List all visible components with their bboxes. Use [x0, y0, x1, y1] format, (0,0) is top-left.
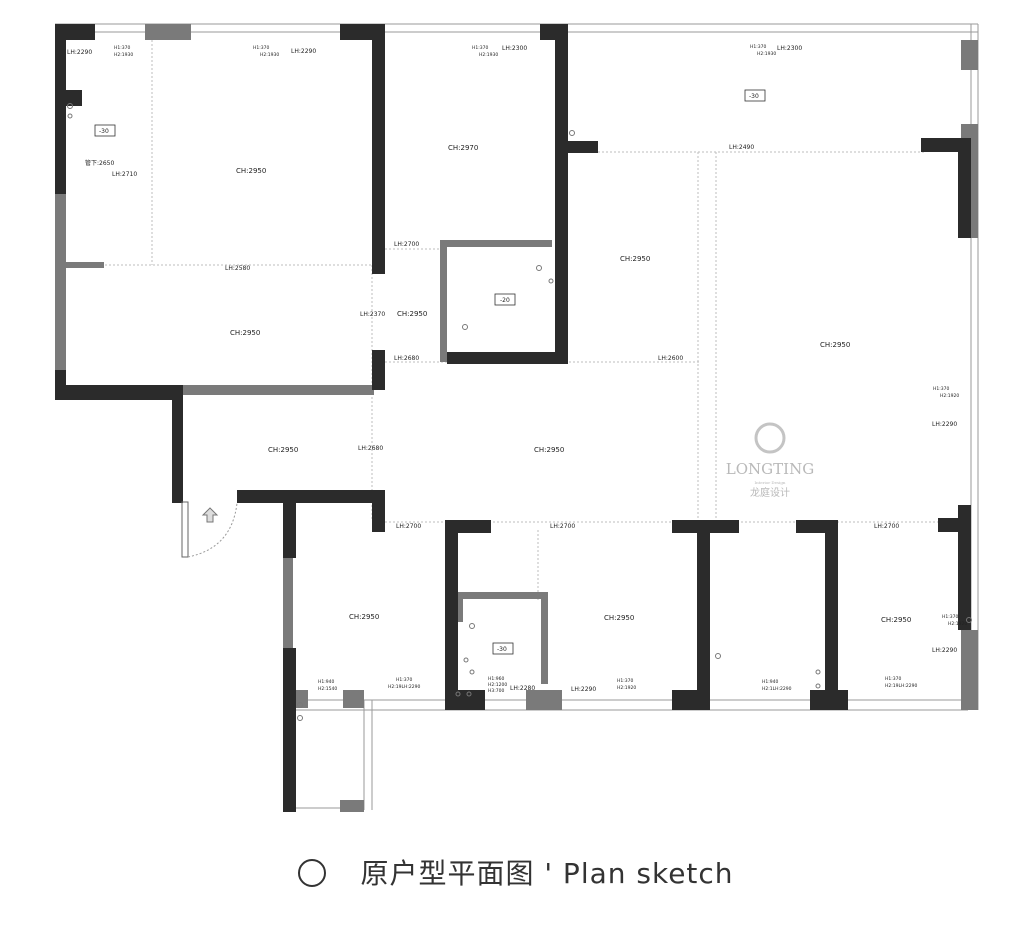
- entrance-door: [181, 501, 238, 558]
- label-h2: H2:1540: [318, 686, 337, 692]
- label-h1: H1:370: [472, 45, 488, 51]
- label-ch: CH:2950: [534, 446, 564, 454]
- label-h1: H1:370: [942, 614, 958, 620]
- label-mixed: H2:19LH:2290: [388, 684, 420, 690]
- label-mixed: H2:1LH:2290: [762, 686, 792, 692]
- plan-caption: 原户型平面图 ' Plan sketch: [0, 852, 1032, 892]
- label-lh: LH:2700: [550, 523, 575, 530]
- label-lh: LH:2290: [932, 647, 957, 654]
- annotations: LH:2290 H1:370 H2:1930 -30 管下:2650 LH:27…: [67, 44, 967, 694]
- label-lh: LH:2290: [571, 686, 596, 693]
- label-h1: H1:370: [750, 44, 766, 50]
- fixtures: [67, 103, 972, 721]
- watermark-tagline: Interior Design: [755, 480, 786, 485]
- label-ch: CH:2970: [448, 144, 478, 152]
- label-ch: CH:2950: [230, 329, 260, 337]
- label-mixed: H2:19LH:2290: [885, 683, 917, 689]
- label-pipe: 管下:2650: [85, 159, 114, 167]
- label-ch: CH:2950: [397, 310, 427, 318]
- label-h1: H1:960: [488, 676, 504, 682]
- label-lh: LH:2280: [510, 685, 535, 692]
- label-ch: CH:2950: [881, 616, 911, 624]
- watermark-chinese: 龙庭设计: [750, 486, 790, 499]
- label-lh: LH:2300: [502, 45, 527, 52]
- level-label: -30: [99, 128, 109, 135]
- label-h1: H1:370: [885, 676, 901, 682]
- label-h2: H2:1930: [757, 51, 776, 57]
- level-label: -30: [497, 646, 507, 653]
- label-ch: CH:2950: [620, 255, 650, 263]
- label-h1: H1:940: [318, 679, 334, 685]
- label-h2: H2:1930: [260, 52, 279, 58]
- level-label: -30: [749, 93, 759, 100]
- floor-plan: LONGTING Interior Design 龙庭设计 LH:2290 H1…: [55, 23, 979, 812]
- label-lh: LH:2700: [394, 241, 419, 248]
- label-h3: H3:700: [488, 688, 504, 694]
- label-h1: H1:370: [253, 45, 269, 51]
- label-lh: LH:2370: [360, 311, 385, 318]
- label-lh: LH:2290: [67, 49, 92, 56]
- watermark-brand: LONGTING: [726, 460, 814, 478]
- label-lh: LH:2290: [932, 421, 957, 428]
- dashed-lines: [65, 40, 960, 600]
- watermark-logo-icon: [754, 422, 786, 454]
- label-h2: H2:1200: [488, 682, 507, 688]
- watermark: LONGTING Interior Design 龙庭设计: [726, 422, 814, 499]
- label-ch: CH:2950: [349, 613, 379, 621]
- label-h1: H1:940: [762, 679, 778, 685]
- label-lh: LH:2700: [874, 523, 899, 530]
- label-h2: H2:1930: [114, 52, 133, 58]
- label-h2: H2:1920: [617, 685, 636, 691]
- label-lh: LH:2710: [112, 171, 137, 178]
- label-lh: LH:2580: [225, 265, 250, 272]
- label-h2: H2:1920: [948, 621, 967, 627]
- label-ch: CH:2950: [268, 446, 298, 454]
- level-label: -20: [500, 297, 510, 304]
- label-h1: H1:370: [617, 678, 633, 684]
- label-h2: H2:1930: [479, 52, 498, 58]
- entry-arrow-icon: [201, 507, 219, 523]
- label-lh: LH:2300: [777, 45, 802, 52]
- label-lh: LH:2290: [291, 48, 316, 55]
- label-lh: LH:2490: [729, 144, 754, 151]
- label-h2: H2:1920: [940, 393, 959, 399]
- label-h1: H1:370: [396, 677, 412, 683]
- label-lh: LH:2700: [396, 523, 421, 530]
- label-ch: CH:2950: [604, 614, 634, 622]
- caption-text: 原户型平面图 ' Plan sketch: [360, 857, 734, 890]
- level-boxes: [94, 89, 766, 655]
- label-lh: LH:2680: [394, 355, 419, 362]
- label-ch: CH:2950: [820, 341, 850, 349]
- label-lh: LH:2600: [658, 355, 683, 362]
- label-h1: H1:370: [114, 45, 130, 51]
- label-h1: H1:370: [933, 386, 949, 392]
- walls: [55, 24, 971, 812]
- circle-icon: [298, 859, 327, 887]
- label-lh: LH:2680: [358, 445, 383, 452]
- label-ch: CH:2950: [236, 167, 266, 175]
